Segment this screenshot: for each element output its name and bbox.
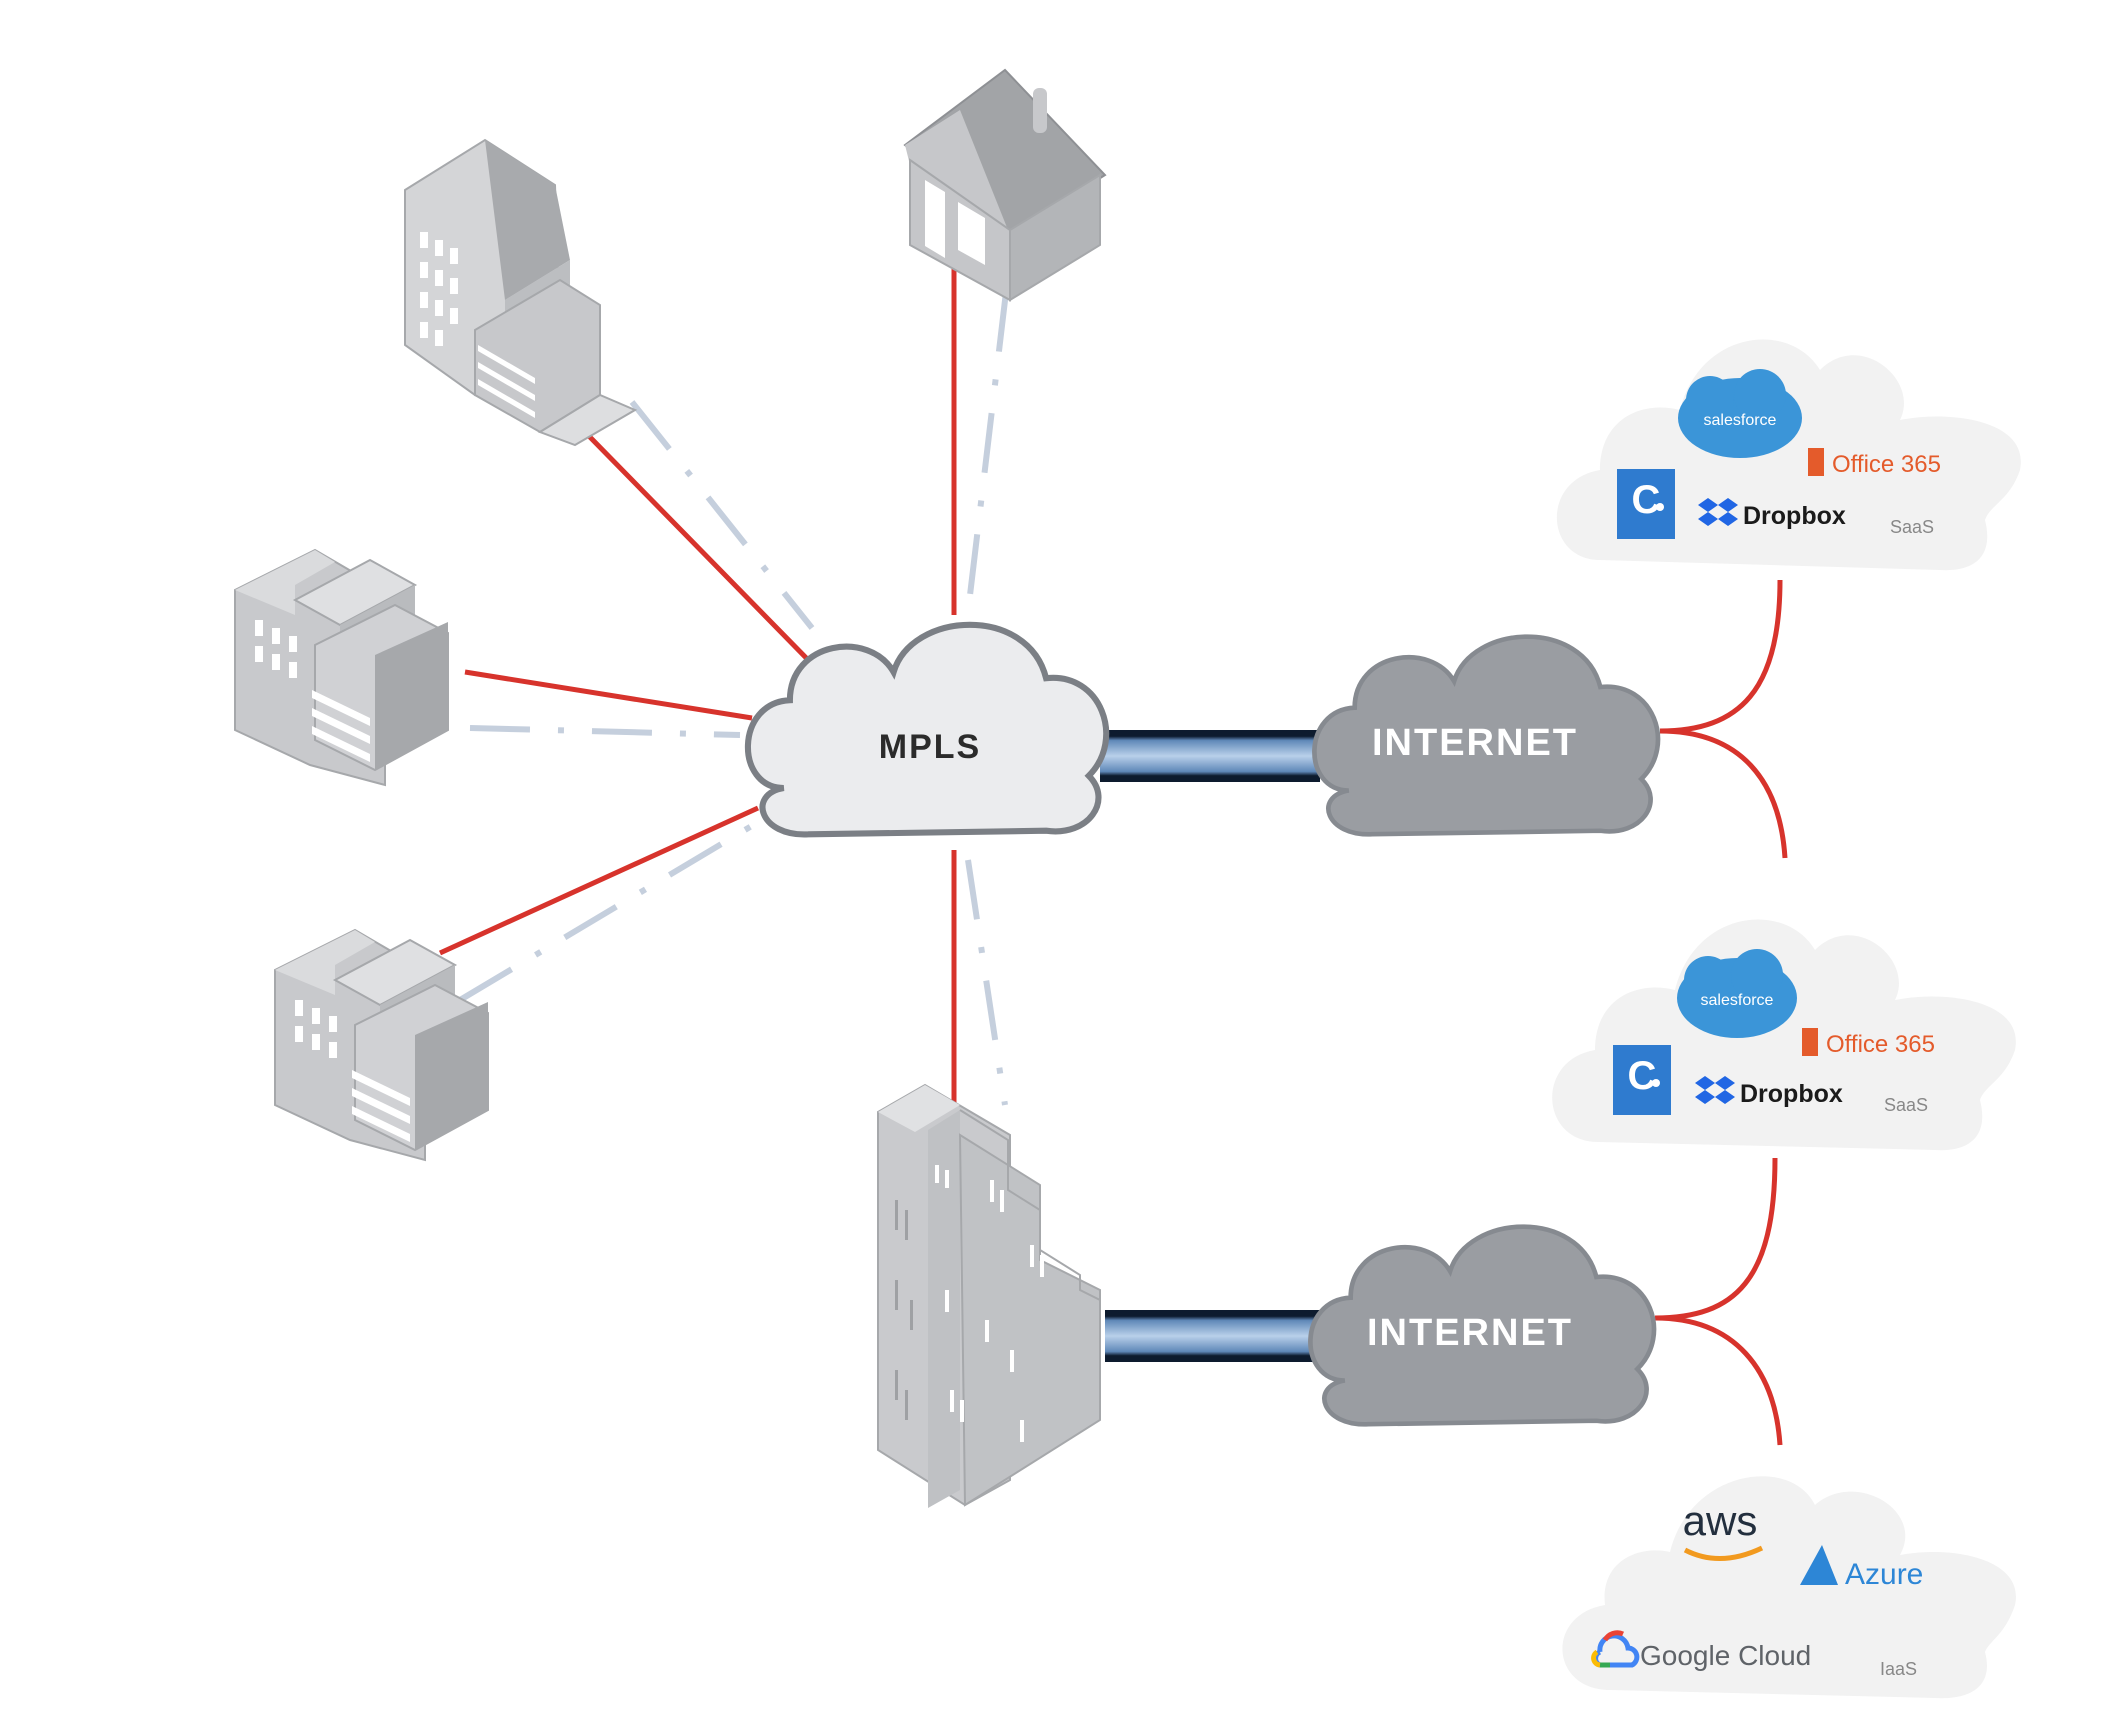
saas-cloud-bottom[interactable]: salesforce Office 365 C Dropbox SaaS (1552, 919, 2016, 1151)
branch-office-2[interactable] (274, 928, 489, 1162)
headquarters-skyscraper[interactable] (877, 1083, 1101, 1508)
aws-logo: aws (1683, 1497, 1764, 1561)
iaas-cloud[interactable]: aws Azure Google Cloud IaaS (1562, 1476, 2016, 1699)
concur-logo: C (1617, 469, 1675, 539)
backup-link-home (965, 291, 1009, 613)
link-inet-bottom-to-iaas (1654, 1315, 1783, 1446)
salesforce-logo: salesforce (1677, 949, 1797, 1038)
backup-link-branch-2 (458, 812, 772, 1003)
backup-link-hq (965, 859, 1008, 1106)
internet-label-bottom: INTERNET (1367, 1312, 1573, 1354)
azure-logo: Azure (1800, 1545, 1923, 1591)
office365-logo: Office 365 (1802, 1028, 1935, 1058)
salesforce-logo: salesforce (1678, 369, 1802, 458)
svg-text:salesforce: salesforce (1704, 412, 1777, 429)
svg-text:Office 365: Office 365 (1832, 451, 1941, 478)
saas-label-top: SaaS (1890, 517, 1934, 537)
saas-cloud-top[interactable]: salesforce Office 365 C Dropbox SaaS (1556, 339, 2021, 571)
home-office[interactable] (903, 68, 1107, 302)
mpls-link-office-tall (583, 430, 820, 672)
link-inet-bottom-to-saas-bottom (1654, 1157, 1778, 1321)
svg-text:C: C (1632, 478, 1661, 522)
mpls-link-branch-1 (464, 669, 753, 721)
dropbox-logo: Dropbox (1698, 498, 1846, 530)
saas-label-bottom: SaaS (1884, 1095, 1928, 1115)
svg-text:C: C (1628, 1054, 1657, 1098)
dropbox-logo: Dropbox (1695, 1076, 1843, 1108)
internet-to-cloud-links (1654, 579, 1788, 1446)
mpls-link-branch-2 (438, 805, 760, 956)
google-cloud-logo: Google Cloud (1591, 1630, 1811, 1671)
svg-text:Azure: Azure (1845, 1558, 1923, 1591)
tube-hq-internet (1105, 1310, 1320, 1362)
backup-links (458, 291, 1009, 1106)
office-building-tall[interactable] (404, 138, 638, 447)
svg-text:Office 365: Office 365 (1826, 1031, 1935, 1058)
mpls-label: MPLS (879, 728, 981, 766)
tube-mpls-internet (1100, 730, 1320, 782)
concur-logo: C (1613, 1045, 1671, 1115)
internet-label-top: INTERNET (1372, 722, 1578, 764)
mpls-links (438, 262, 957, 1112)
svg-text:salesforce: salesforce (1701, 992, 1774, 1009)
backup-link-office-tall (629, 400, 815, 630)
backup-link-branch-1 (469, 725, 741, 738)
office365-logo: Office 365 (1808, 448, 1941, 478)
svg-text:Dropbox: Dropbox (1740, 1080, 1843, 1108)
branch-office-1[interactable] (234, 548, 449, 787)
svg-text:Google Cloud: Google Cloud (1640, 1640, 1811, 1671)
svg-text:Dropbox: Dropbox (1743, 502, 1846, 530)
iaas-label: IaaS (1880, 1659, 1917, 1679)
svg-text:aws: aws (1683, 1497, 1758, 1544)
link-inet-top-to-saas-top (1659, 579, 1783, 734)
link-inet-top-down (1659, 728, 1788, 859)
